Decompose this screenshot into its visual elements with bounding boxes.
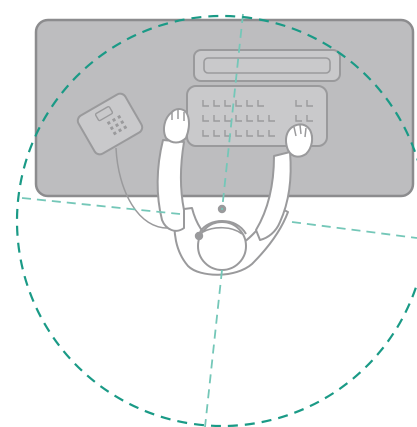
phone-screen — [94, 105, 114, 122]
phone-keypad — [106, 114, 128, 136]
keyboard-key — [235, 100, 242, 107]
divider-vertical-lower — [204, 269, 223, 427]
keyboard-key — [224, 130, 231, 137]
keyboard-key — [268, 115, 275, 122]
keyboard-key — [306, 115, 313, 122]
keyboard-key — [202, 115, 209, 122]
person-right-hand — [285, 123, 314, 158]
keyboard-key — [246, 100, 253, 107]
keyboard-key — [202, 130, 209, 137]
keyboard-key — [257, 100, 264, 107]
keyboard-key — [213, 100, 220, 107]
keyboard-key — [295, 115, 302, 122]
headset-band — [199, 220, 247, 235]
keyboard-key — [235, 130, 242, 137]
keyboard-key — [213, 130, 220, 137]
divider-vertical-upper — [221, 13, 244, 211]
keyboard-key — [306, 100, 313, 107]
person-left-arm — [156, 139, 185, 232]
keyboard-key — [224, 115, 231, 122]
keyboard-key — [224, 100, 231, 107]
person-right-fingers — [293, 124, 307, 138]
keyboard-key — [213, 115, 220, 122]
keyboard-top-panel-inner — [203, 57, 331, 74]
keyboard-keys — [202, 100, 313, 137]
person-head — [197, 221, 247, 271]
keyboard-key — [202, 100, 209, 107]
keyboard-key — [295, 100, 302, 107]
keyboard-top-panel — [193, 49, 341, 82]
keyboard-key — [257, 130, 264, 137]
keyboard-key — [257, 115, 264, 122]
keyboard-key — [246, 115, 253, 122]
headset-earpiece — [194, 231, 204, 241]
desk-phone-icon — [76, 92, 144, 156]
keyboard-key — [246, 130, 253, 137]
keyboard-key — [235, 115, 242, 122]
person-left-hand — [163, 108, 190, 144]
keyboard-key — [268, 130, 275, 137]
keyboard-icon — [186, 49, 341, 147]
divider-horizontal-right — [291, 221, 417, 239]
quadrant-divider-lines — [21, 13, 417, 427]
person-left-fingers — [171, 110, 185, 121]
seated-person-topdown-icon — [156, 108, 314, 276]
divider-horizontal-left — [21, 197, 181, 215]
person-right-arm — [255, 151, 292, 241]
person-hair-line — [202, 226, 243, 235]
